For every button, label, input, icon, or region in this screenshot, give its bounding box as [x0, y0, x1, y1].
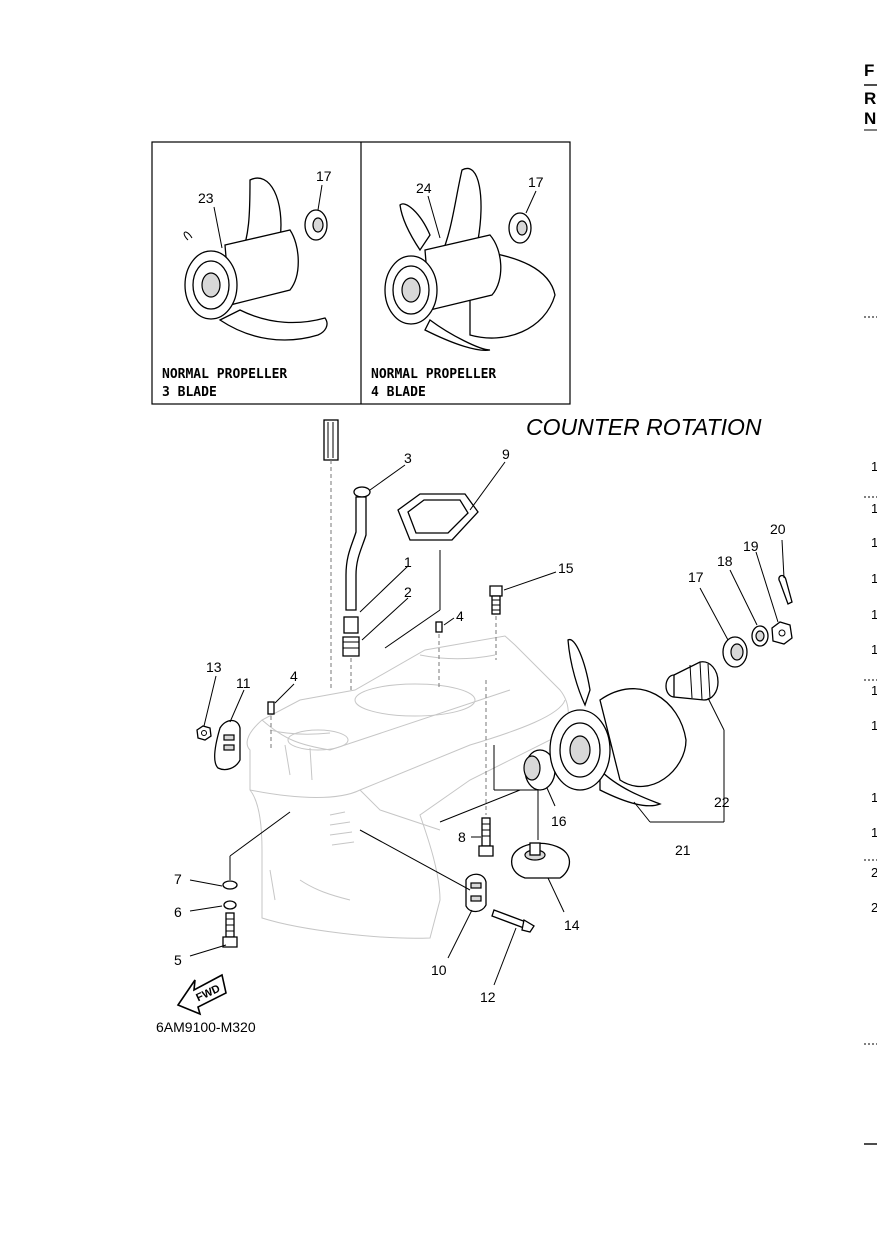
- edge-row-10: 1: [871, 825, 877, 840]
- part-label-14: 14: [564, 917, 580, 933]
- inset-b-label-2: 17: [528, 174, 544, 190]
- bolt-5: [222, 912, 238, 948]
- edge-row-2: 1: [871, 501, 877, 516]
- inset-a-caption-line1: NORMAL PROPELLER: [162, 367, 287, 382]
- inset-b-caption-line2: 4 BLADE: [371, 385, 426, 400]
- edge-row-3: 1: [871, 535, 877, 550]
- inset-b-caption-line1: NORMAL PROPELLER: [371, 367, 496, 382]
- inset-a-label-1: 23: [198, 190, 214, 206]
- part-label-17: 17: [688, 569, 704, 585]
- part-label-2: 2: [404, 584, 412, 600]
- edge-row-11: 2: [871, 865, 877, 880]
- thrust-washer-17-inset-a: [304, 209, 328, 241]
- spacer-22: [665, 661, 719, 701]
- washer-18: [751, 625, 769, 647]
- propeller-3-blade-illustration: [183, 177, 328, 341]
- part-label-8: 8: [458, 829, 466, 845]
- inset-b-label-1: 24: [416, 180, 432, 196]
- edge-row-12: 2: [871, 900, 877, 915]
- inset-panel-frame: [151, 141, 571, 405]
- part-label-9: 9: [502, 446, 510, 462]
- bolt-15: [489, 585, 503, 615]
- anode-14: [510, 842, 571, 879]
- propeller-21: [549, 639, 687, 807]
- part-label-18: 18: [717, 553, 733, 569]
- anode-10: [465, 873, 487, 913]
- grommet-2: [342, 616, 360, 657]
- part-label-13: 13: [206, 659, 222, 675]
- thrust-washer-17-inset-b: [508, 212, 532, 244]
- edge-row-5: 1: [871, 607, 877, 622]
- trim-tab-11: [214, 719, 241, 771]
- edge-row-4: 1: [871, 571, 877, 586]
- edge-header-letter-2: R: [864, 89, 876, 108]
- diagram-code: 6AM9100-M320: [156, 1019, 256, 1035]
- gasket-9: [397, 493, 479, 541]
- leader-lines: [189, 461, 785, 986]
- water-tube: [345, 486, 371, 611]
- screw-12: [491, 909, 535, 933]
- inset-a-label-2: 17: [316, 168, 332, 184]
- lock-washer-6: [223, 900, 237, 910]
- part-label-22: 22: [714, 794, 730, 810]
- diagram-title: COUNTER ROTATION: [526, 414, 762, 440]
- part-label-7: 7: [174, 871, 182, 887]
- part-label-1: 1: [404, 554, 412, 570]
- edge-row-9: 1: [871, 790, 877, 805]
- edge-row-8: 1: [871, 718, 877, 733]
- propeller-4-blade-illustration: [384, 167, 556, 351]
- part-label-6: 6: [174, 904, 182, 920]
- nut-13: [196, 725, 212, 741]
- spacer-16: [523, 749, 556, 791]
- edge-row-1: 1: [871, 459, 877, 474]
- washer-7: [222, 880, 238, 890]
- part-label-21: 21: [675, 842, 691, 858]
- part-label-5: 5: [174, 952, 182, 968]
- cotter-pin-20: [778, 574, 793, 605]
- part-label-16: 16: [551, 813, 567, 829]
- edge-header-letter-1: F: [864, 61, 874, 80]
- part-label-15: 15: [558, 560, 574, 576]
- part-label-10: 10: [431, 962, 447, 978]
- thrust-washer-17: [722, 636, 748, 668]
- dowel-pin-4-a: [267, 701, 275, 715]
- dowel-pin-4-b: [435, 621, 443, 633]
- bolt-8: [478, 817, 494, 857]
- fwd-arrow-mark: FWD: [176, 973, 227, 1016]
- drive-shaft: [323, 419, 339, 690]
- right-edge-clipped-table: F R N 1 1 1 1 1 1 1 1 1 1 2 2: [864, 61, 877, 1145]
- inset-a-caption-line2: 3 BLADE: [162, 385, 217, 400]
- edge-header-letter-3: N: [864, 109, 876, 128]
- part-label-3: 3: [404, 450, 412, 466]
- part-label-12: 12: [480, 989, 496, 1005]
- part-label-19: 19: [743, 538, 759, 554]
- part-label-4-b: 4: [290, 668, 298, 684]
- part-label-4-a: 4: [456, 608, 464, 624]
- nut-19: [771, 621, 793, 645]
- lower-casing-ghost-outline: [246, 635, 569, 939]
- part-label-11: 11: [236, 675, 251, 691]
- edge-row-7: 1: [871, 683, 877, 698]
- part-label-20: 20: [770, 521, 786, 537]
- edge-row-6: 1: [871, 642, 877, 657]
